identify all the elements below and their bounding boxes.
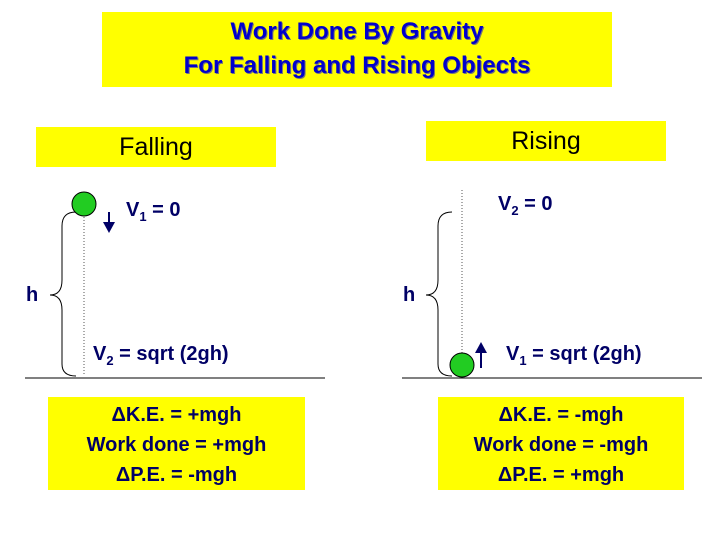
title-box: Work Done By Gravity For Falling and Ris…: [102, 12, 612, 87]
falling-results-box: ΔK.E. = +mgh Work done = +mgh ΔP.E. = -m…: [48, 397, 305, 490]
rising-v2: V2 = 0: [498, 193, 553, 218]
rising-work-done: Work done = -mgh: [473, 434, 649, 456]
rising-height-label: h: [403, 284, 416, 306]
title-line-2: For Falling and Rising Objects: [183, 52, 531, 79]
rising-delta-pe: ΔP.E. = +mgh: [497, 464, 625, 486]
falling-ball: [71, 191, 97, 217]
rising-label: Rising: [426, 121, 666, 161]
rising-v1: V1 = sqrt (2gh): [506, 343, 642, 368]
rising-height-brace: [425, 211, 453, 377]
falling-velocity-arrow-down-icon: [103, 212, 115, 233]
rising-ball: [449, 352, 475, 378]
falling-v1: V1 = 0: [126, 199, 181, 224]
falling-work-done: Work done = +mgh: [86, 434, 267, 456]
rising-results-box: ΔK.E. = -mgh Work done = -mgh ΔP.E. = +m…: [438, 397, 684, 490]
falling-height-brace: [49, 211, 77, 377]
falling-height-label: h: [26, 284, 39, 306]
falling-delta-pe: ΔP.E. = -mgh: [115, 464, 238, 486]
falling-v2: V2 = sqrt (2gh): [93, 343, 229, 368]
falling-delta-ke: ΔK.E. = +mgh: [111, 404, 242, 426]
title-line-1: Work Done By Gravity: [230, 18, 484, 45]
falling-label: Falling: [36, 127, 276, 167]
rising-delta-ke: ΔK.E. = -mgh: [498, 404, 624, 426]
rising-velocity-arrow-up-icon: [475, 342, 487, 368]
